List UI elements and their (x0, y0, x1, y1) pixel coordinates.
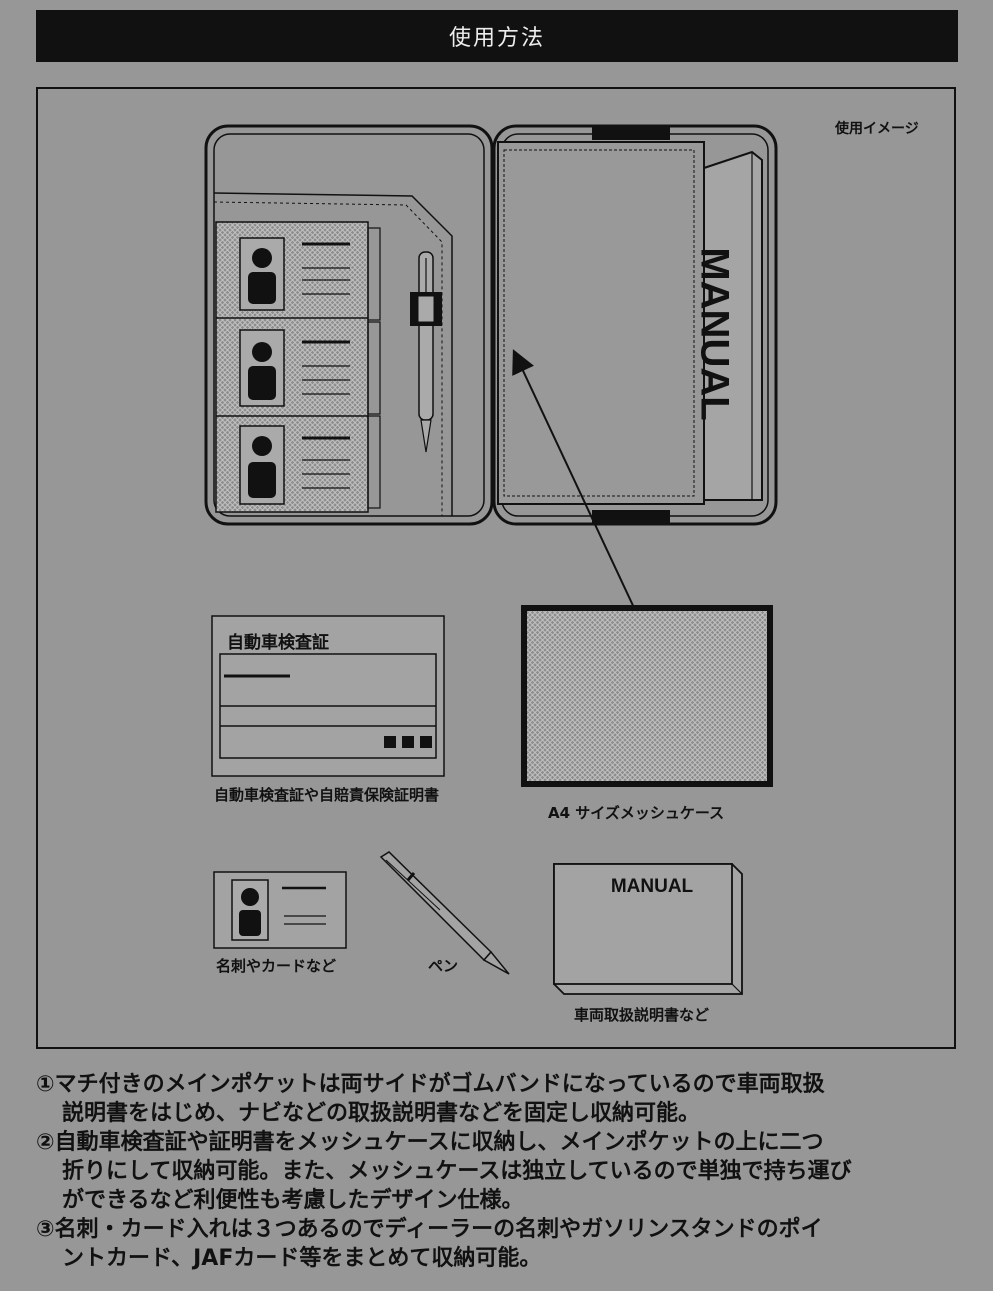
note-1-line-2: 説明書をはじめ、ナビなどの取扱説明書などを固定し収納可能。 (62, 1101, 701, 1126)
caption-mesh-case: A4 サイズメッシュケース (548, 804, 725, 822)
caption-pen: ペン (428, 957, 459, 975)
note-3-line-2: ントカード、JAFカード等をまとめて収納可能。 (62, 1246, 542, 1271)
note-1-line-1: ①マチ付きのメインポケットは両サイドがゴムバンドになっているので車両取扱 (36, 1072, 825, 1097)
card-slot-2 (239, 329, 350, 407)
caption-vehicle-certificate: 自動車検査証や自賠責保険証明書 (214, 786, 440, 804)
placement-arrow (512, 349, 637, 613)
note-2-line-1: ②自動車検査証や証明書をメッシュケースに収納し、メインポケットの上に二つ (36, 1130, 824, 1155)
note-3-line-1: ③名刺・カード入れは３つあるのでディーラーの名刺やガソリンスタンドのポイ (36, 1217, 823, 1242)
manual-cover-text: MANUAL (611, 876, 694, 897)
usage-image-label: 使用イメージ (835, 121, 919, 137)
pen-in-holder (410, 251, 442, 453)
card-slot-1 (239, 237, 350, 311)
caption-cards: 名刺やカードなど (216, 957, 337, 975)
note-3: ③名刺・カード入れは３つあるのでディーラーの名刺やガソリンスタンドのポイ ントカ… (36, 1215, 966, 1273)
pen (379, 851, 510, 975)
note-1: ①マチ付きのメインポケットは両サイドがゴムバンドになっているので車両取扱 説明書… (36, 1070, 966, 1128)
illustration-frame (36, 87, 956, 1049)
organizer-left-panel (204, 124, 494, 526)
note-2-line-3: ができるなど利便性も考慮したデザイン仕様。 (62, 1188, 524, 1213)
manual-spine-text: MANUAL (692, 247, 736, 420)
organizer-right-panel (492, 124, 778, 526)
card-slot-3 (239, 425, 350, 505)
vehicle-certificate-title: 自動車検査証 (227, 633, 329, 653)
vehicle-certificate (211, 615, 445, 777)
note-2-line-2: 折りにして収納可能。また、メッシュケースは独立しているので単独で持ち運び (62, 1159, 852, 1184)
caption-manual: 車両取扱説明書など (574, 1006, 710, 1024)
manual-book (553, 863, 743, 995)
mesh-case (521, 605, 773, 787)
section-title: 使用方法 (448, 26, 545, 51)
usage-notes: ①マチ付きのメインポケットは両サイドがゴムバンドになっているので車両取扱 説明書… (36, 1070, 966, 1273)
section-header: 使用方法 (36, 10, 958, 62)
id-card (213, 871, 347, 949)
note-2: ②自動車検査証や証明書をメッシュケースに収納し、メインポケットの上に二つ 折りに… (36, 1128, 966, 1215)
